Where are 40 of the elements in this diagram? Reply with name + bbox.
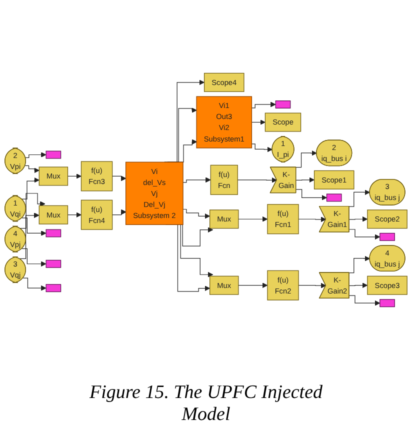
arrow — [19, 193, 46, 229]
arrow — [25, 152, 46, 158]
node-box — [275, 100, 291, 108]
arrow — [298, 216, 326, 222]
arrow — [251, 120, 266, 125]
arrow — [251, 102, 276, 108]
arrow — [24, 165, 40, 174]
arrow — [67, 174, 82, 179]
node-box — [46, 150, 62, 159]
arrow — [22, 218, 46, 236]
arrow — [22, 248, 46, 267]
node-box — [380, 232, 395, 241]
node-box — [46, 229, 62, 238]
arrow — [22, 278, 46, 291]
arrow — [238, 282, 268, 288]
arrow — [346, 256, 370, 274]
arrow — [348, 229, 380, 240]
arrow — [21, 177, 40, 200]
node-box — [326, 194, 342, 202]
arrow — [237, 177, 278, 183]
arrow — [294, 150, 317, 168]
arrow — [346, 190, 370, 207]
node-box — [46, 260, 62, 268]
node-box — [380, 299, 395, 308]
arrow — [348, 216, 368, 222]
arrow — [112, 209, 126, 216]
arrow — [238, 216, 268, 222]
arrow — [348, 282, 368, 288]
arrow — [182, 208, 210, 219]
arrow — [348, 295, 380, 306]
arrow — [296, 177, 315, 183]
caption: Figure 15. The UPFC Injected Model — [88, 382, 324, 426]
arrow — [182, 177, 211, 183]
arrow — [296, 189, 327, 200]
arrow — [18, 212, 40, 259]
arrow — [251, 144, 273, 152]
node-box — [46, 284, 62, 292]
arrow — [112, 176, 126, 182]
arrow — [67, 212, 82, 218]
arrow — [298, 282, 326, 288]
